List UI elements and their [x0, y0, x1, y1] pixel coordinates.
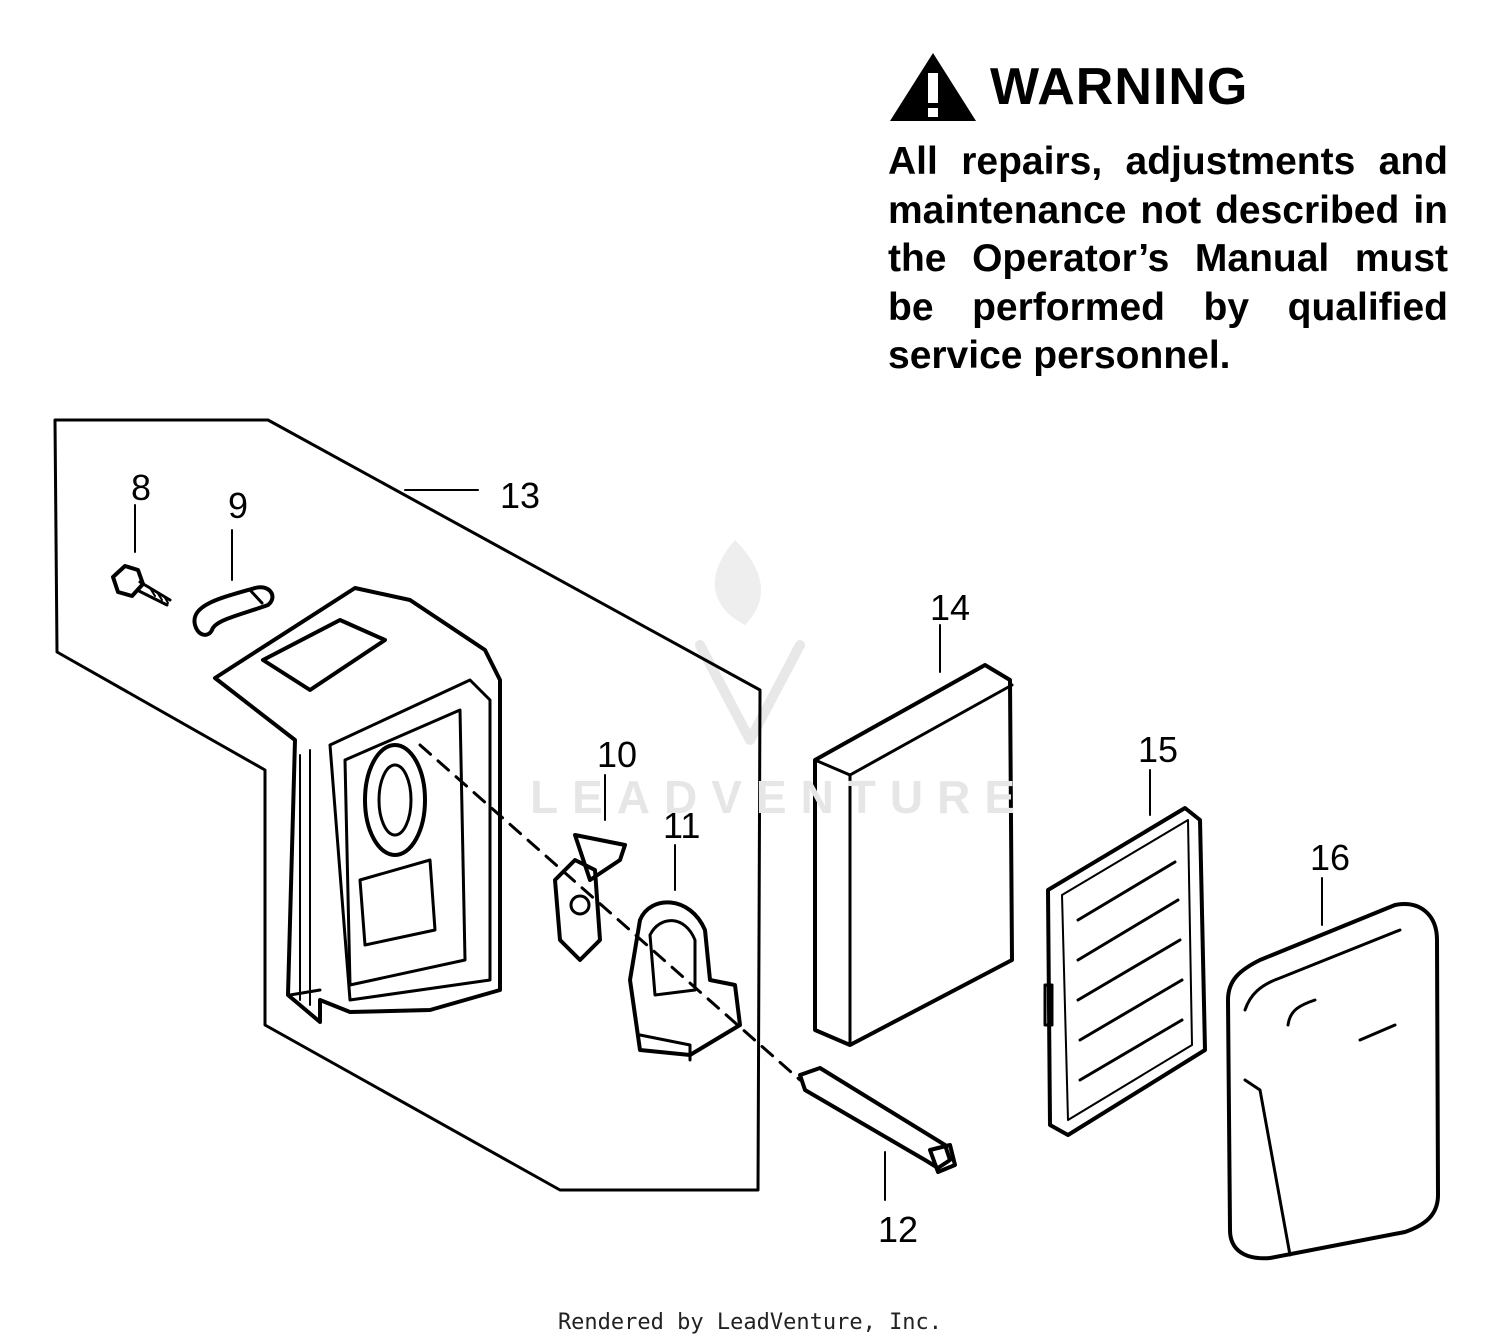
- callout-11: 11: [663, 805, 701, 846]
- assembly-outline-13: [53, 418, 762, 1192]
- callout-15: 15: [1138, 729, 1179, 770]
- warning-body: All repairs, adjustments and maintenance…: [888, 140, 1448, 377]
- callout-13: 13: [500, 475, 541, 516]
- callout-10: 10: [597, 734, 638, 775]
- part-11-gasket: [628, 900, 742, 1062]
- part-15-paper-element: [1043, 806, 1207, 1137]
- part-13-housing: [213, 586, 502, 1024]
- callout-9: 9: [228, 485, 249, 526]
- part-9-clip: [192, 585, 275, 637]
- footer-credit: Rendered by LeadVenture, Inc.: [557, 1310, 943, 1335]
- warning-title: WARNING: [990, 58, 1249, 116]
- part-12-long-bolt: [798, 1066, 957, 1174]
- watermark-logo-icon: [695, 540, 805, 745]
- warning-notice: WARNING All repairs, adjustments and mai…: [888, 48, 1448, 381]
- watermark-text: LEADVENTURE: [530, 771, 1030, 823]
- part-8-bolt: [111, 564, 172, 607]
- warning-header: WARNING: [888, 48, 1448, 126]
- callout-leaders: [134, 489, 1323, 1201]
- callout-16: 16: [1310, 837, 1351, 878]
- callout-8: 8: [131, 467, 152, 508]
- part-10-lever: [553, 833, 627, 962]
- alignment-line: [418, 743, 802, 1082]
- part-16-cover: [1226, 902, 1440, 1261]
- callout-12: 12: [878, 1209, 919, 1250]
- part-14-foam-filter: [813, 663, 1014, 1047]
- callout-14: 14: [930, 587, 971, 628]
- warning-triangle-icon: [890, 53, 976, 121]
